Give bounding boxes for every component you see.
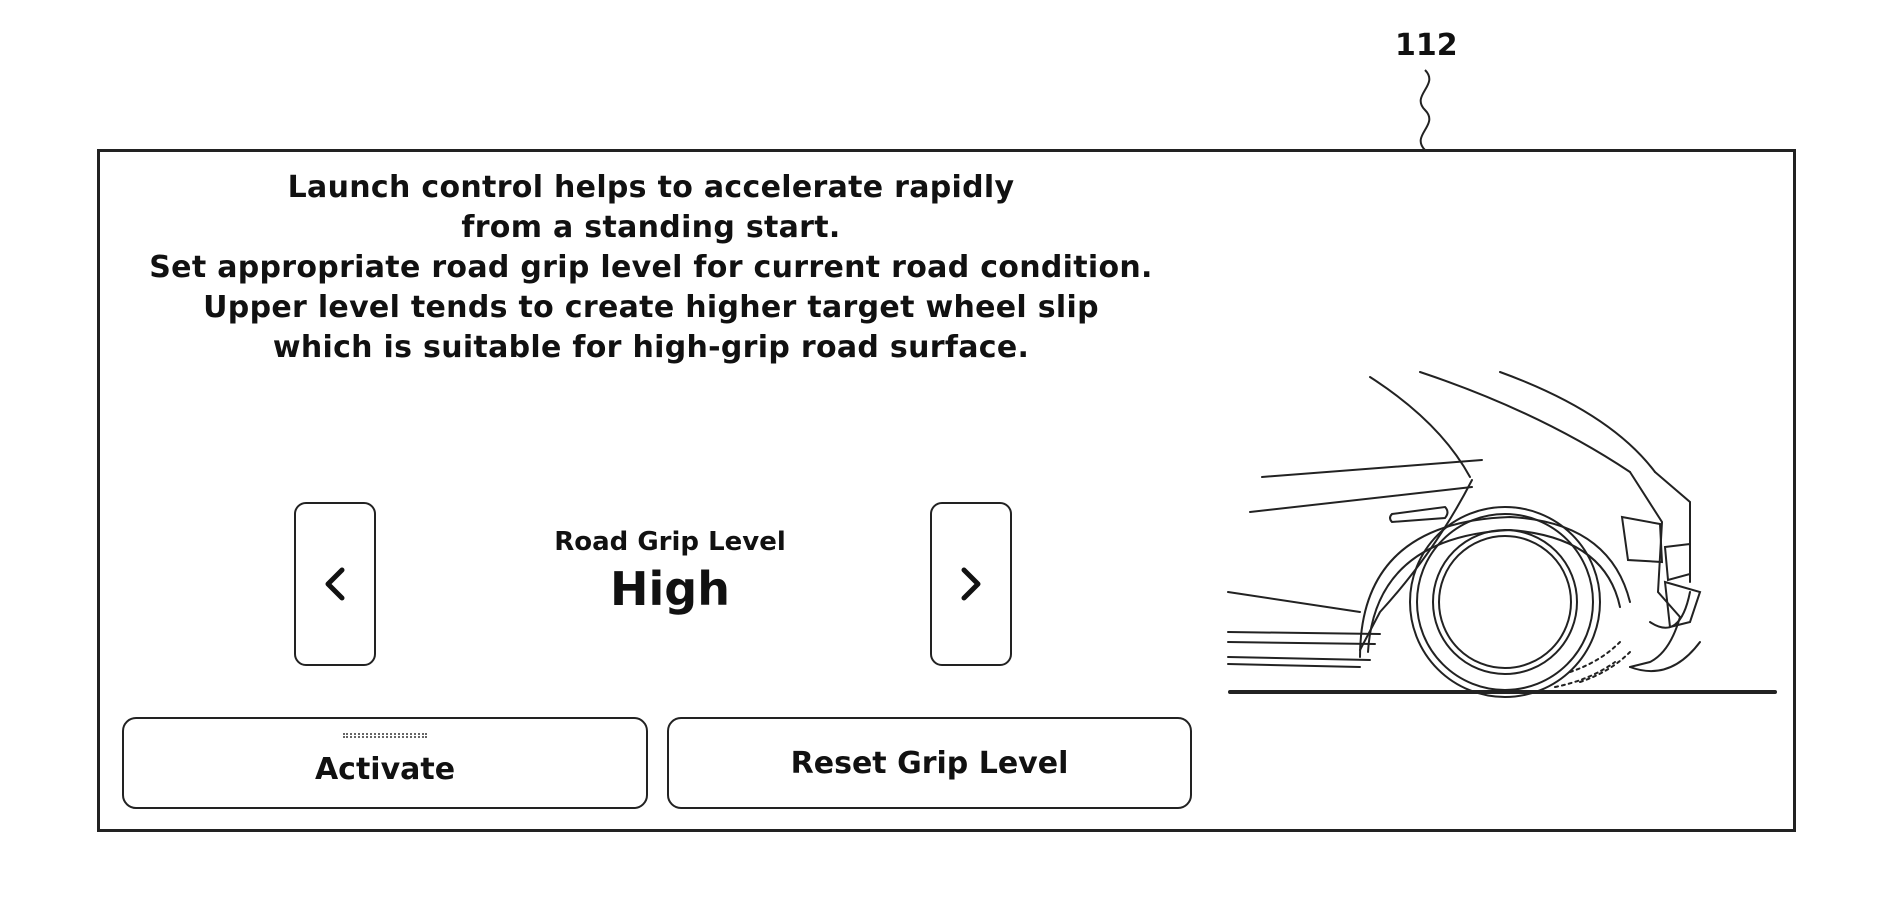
grip-level-label: Road Grip Level (554, 527, 786, 557)
leader-line (1419, 69, 1431, 151)
description-line: Set appropriate road grip level for curr… (149, 250, 1153, 285)
description-line: Upper level tends to create higher targe… (203, 290, 1099, 325)
activate-button-label: Activate (314, 751, 456, 787)
activate-indicator (343, 733, 427, 738)
description-line: Launch control helps to accelerate rapid… (287, 170, 1015, 205)
activate-button[interactable]: Activate (122, 717, 648, 809)
chevron-right-icon (956, 564, 986, 604)
reset-grip-level-button[interactable]: Reset Grip Level (667, 717, 1192, 809)
description-text: Launch control helps to accelerate rapid… (108, 168, 1194, 368)
car-rear-wheel-illustration (1227, 371, 1777, 698)
chevron-left-icon (320, 564, 350, 604)
reset-grip-level-button-label: Reset Grip Level (790, 745, 1069, 781)
grip-level-value: High (610, 562, 730, 616)
reference-numeral: 112 (1395, 28, 1458, 63)
grip-level-prev-button[interactable] (294, 502, 376, 666)
grip-level-next-button[interactable] (930, 502, 1012, 666)
description-line: from a standing start. (461, 210, 841, 245)
description-line: which is suitable for high-grip road sur… (272, 330, 1030, 365)
launch-control-screen: Launch control helps to accelerate rapid… (97, 149, 1796, 832)
